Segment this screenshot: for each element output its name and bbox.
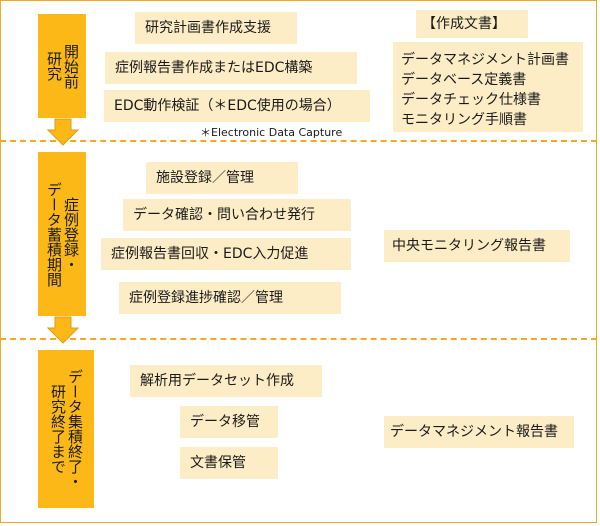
edc-footnote: ＊Electronic Data Capture [200, 126, 343, 139]
down-arrow-icon [47, 118, 79, 146]
task-crf-collection: 症例報告書回収・EDC入力促進 [101, 238, 351, 270]
docs-list: データマネジメント計画書 データベース定義書 データチェック仕様書 モニタリング… [393, 42, 583, 132]
doc-item: データマネジメント計画書 [401, 52, 569, 68]
doc-item: データベース定義書 [401, 72, 527, 88]
phase-label-line: 研究終了まで [49, 384, 67, 474]
doc-item: データチェック仕様書 [401, 92, 541, 108]
task-data-transfer: データ移管 [180, 406, 278, 438]
task-analysis-dataset: 解析用データセット作成 [130, 365, 322, 397]
docs-header: 【作成文書】 [416, 10, 528, 38]
task-data-query: データ確認・問い合わせ発行 [123, 199, 351, 231]
task-document-storage: 文書保管 [180, 447, 278, 479]
doc-item: モニタリング手順書 [401, 112, 527, 128]
phase-divider [0, 140, 597, 142]
phase-pre-study: 研究 開始前 [38, 14, 86, 118]
phase-label-line: 開始前 [62, 43, 80, 89]
central-monitoring-report: 中央モニタリング報告書 [384, 230, 570, 262]
down-arrow-icon [47, 316, 79, 344]
phase-label-line: データ蓄積期間 [45, 181, 63, 287]
task-site-registration: 施設登録／管理 [146, 162, 298, 194]
phase-label-line: 研究 [45, 51, 63, 81]
phase-data-collection-end: 研究終了まで データ集積終了・ [38, 350, 94, 508]
phase-label-line: データ集積終了・ [66, 369, 84, 489]
task-edc-validation: EDC動作検証（＊EDC使用の場合） [104, 90, 370, 122]
phase-divider [0, 338, 597, 340]
data-management-report: データマネジメント報告書 [384, 416, 574, 448]
task-protocol-support: 研究計画書作成支援 [135, 12, 297, 44]
phase-label-line: 症例登録・ [62, 196, 80, 272]
phase-data-accumulation: データ蓄積期間 症例登録・ [38, 152, 86, 316]
task-enrollment-progress: 症例登録進捗確認／管理 [119, 282, 341, 314]
task-crf-edc-build: 症例報告書作成またはEDC構築 [105, 52, 357, 84]
